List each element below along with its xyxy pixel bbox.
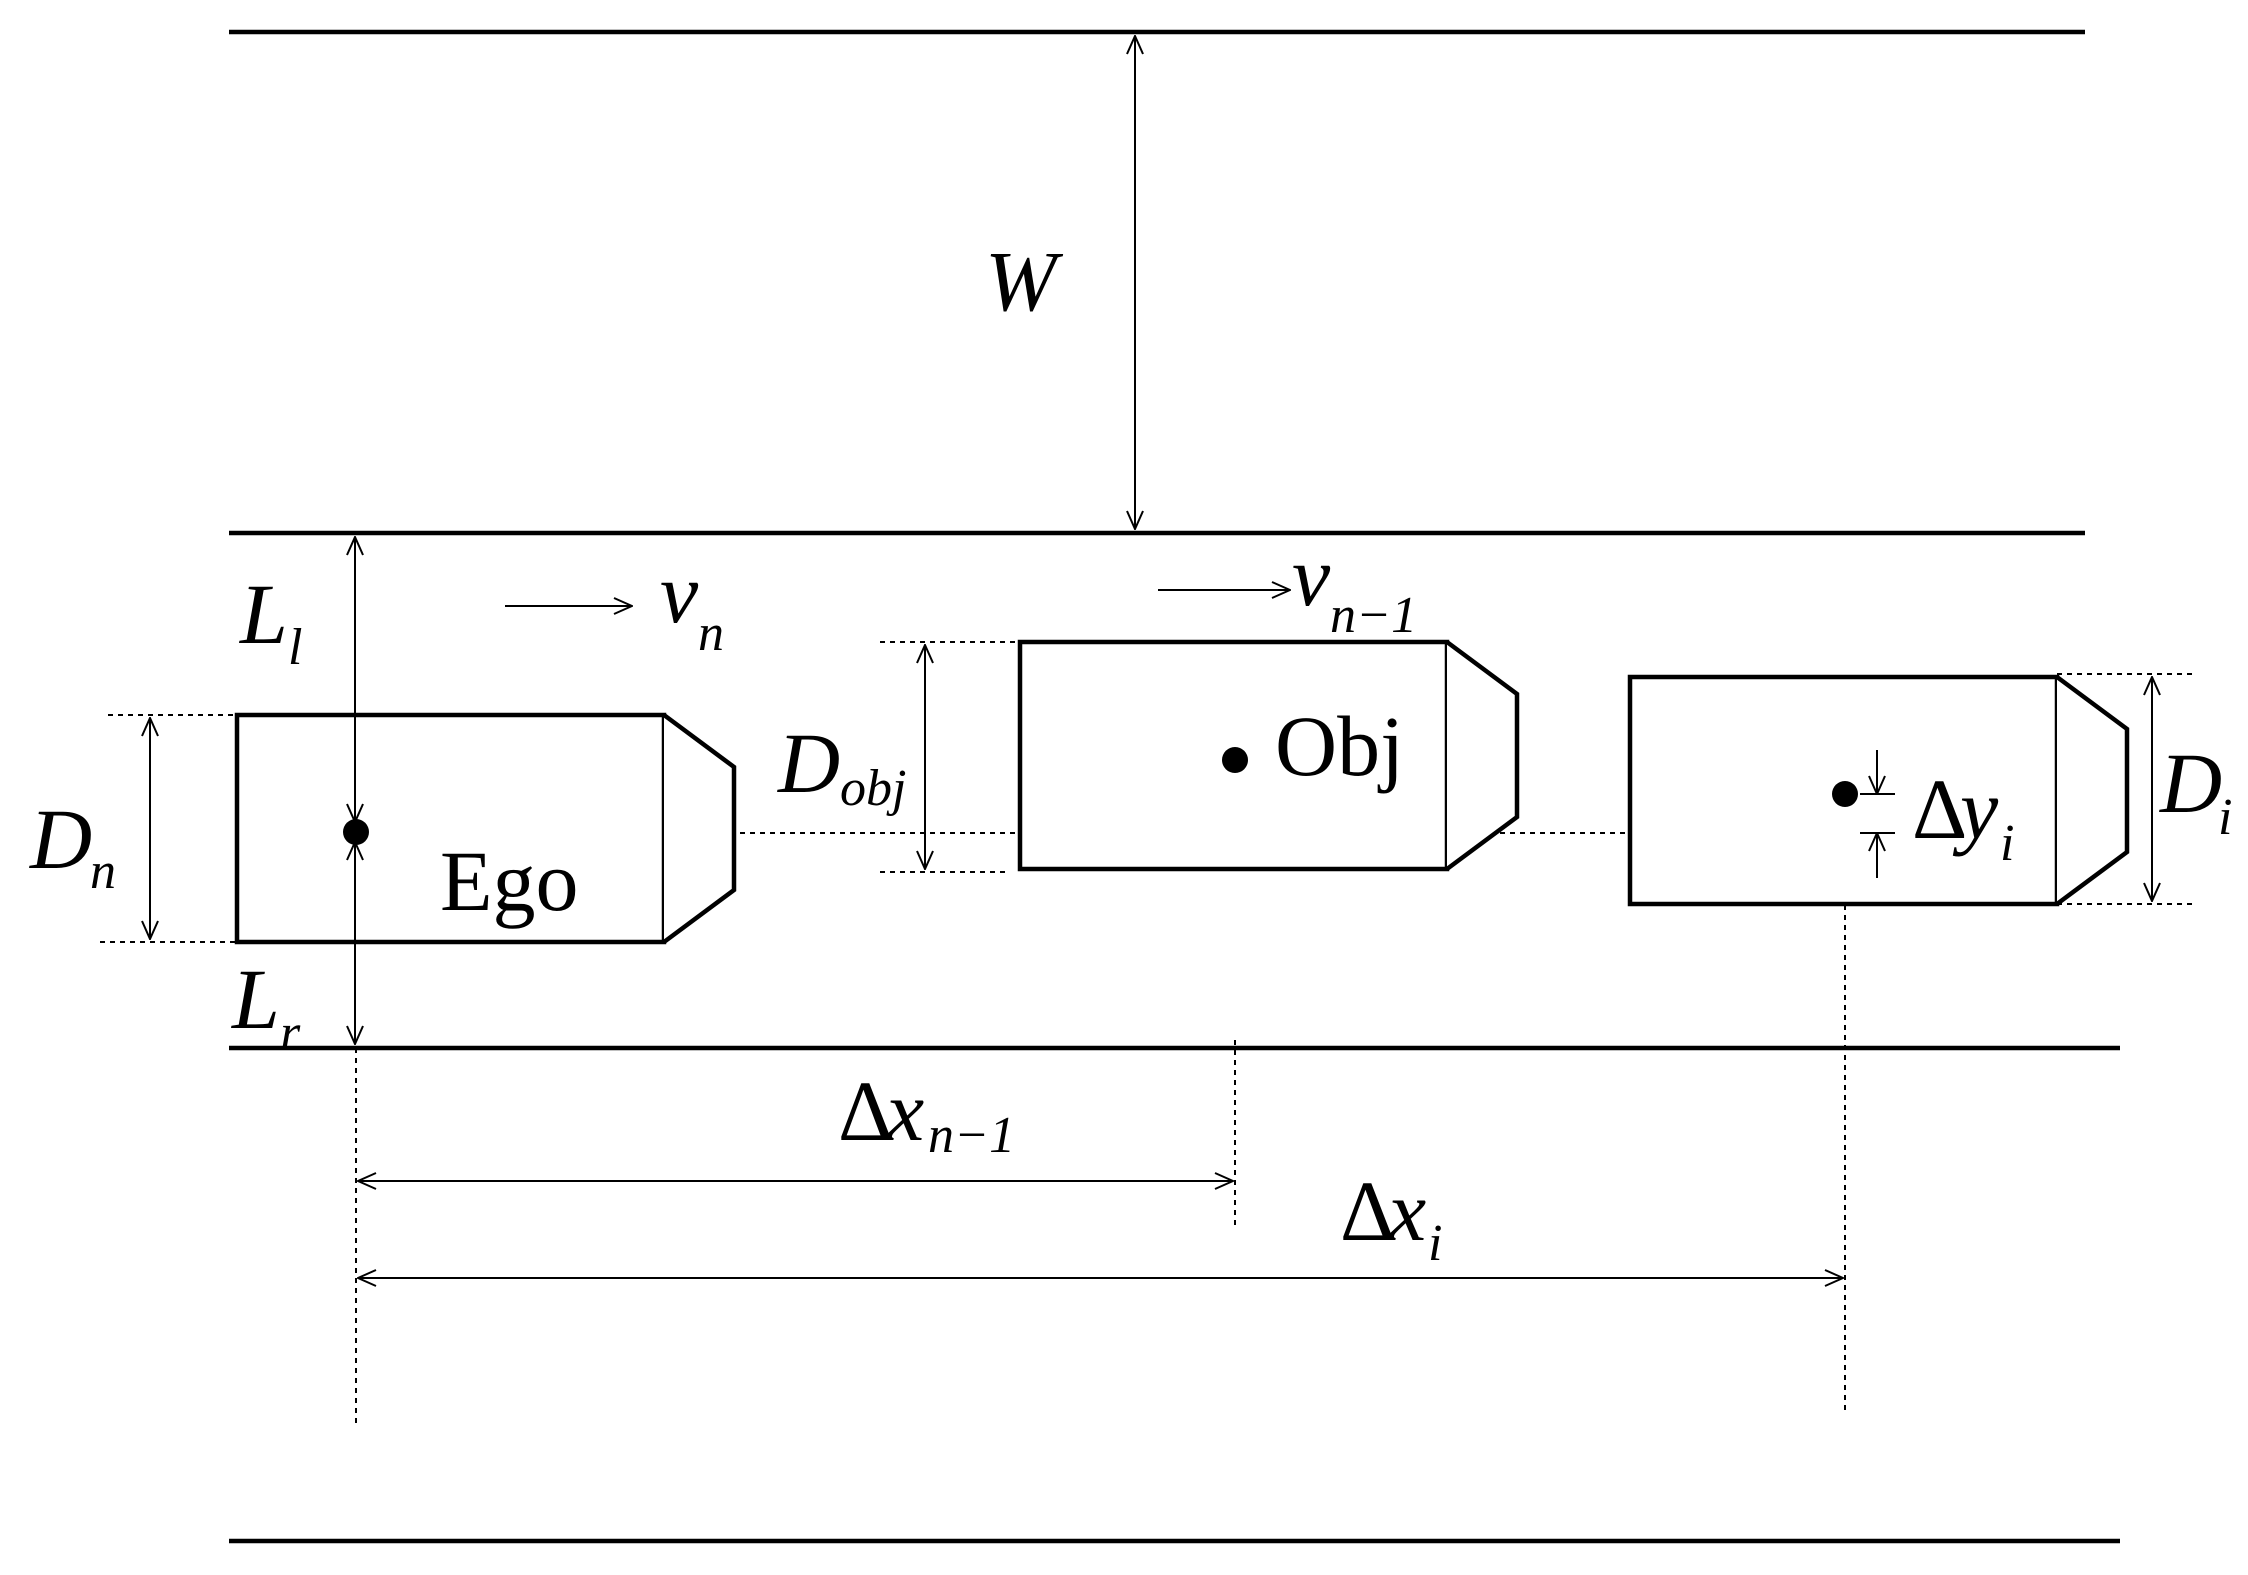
object-reference-point	[1222, 747, 1248, 773]
svg-text:n: n	[698, 605, 724, 662]
svg-text:v: v	[660, 545, 699, 641]
svg-text:y: y	[1952, 761, 1999, 857]
svg-text:i: i	[2218, 789, 2232, 846]
object-gap-label: Δ x n−1	[838, 1063, 1015, 1164]
svg-text:n−1: n−1	[928, 1107, 1015, 1164]
left-distance-label: L l	[238, 566, 302, 676]
svg-text:D: D	[29, 791, 92, 887]
object-width-label: D obj	[777, 715, 906, 817]
svg-text:D: D	[777, 715, 840, 811]
vehicle-i-gap-label: Δ x i	[1340, 1163, 1442, 1272]
vehicle-i	[1627, 674, 2130, 907]
vehicle-i-width-label: D i	[2159, 735, 2232, 846]
ego-width-label: D n	[29, 791, 116, 900]
ego-velocity-label: v n	[660, 545, 724, 662]
ego-vehicle: Ego	[234, 712, 737, 945]
svg-text:v: v	[1292, 528, 1331, 624]
svg-text:D: D	[2159, 735, 2222, 831]
svg-text:Δ: Δ	[838, 1063, 893, 1159]
vehicle-i-reference-point	[1832, 781, 1858, 807]
svg-text:n: n	[90, 843, 116, 900]
object-vehicle-front	[1445, 640, 1520, 871]
svg-text:L: L	[238, 566, 288, 662]
vehicle-i-front	[2055, 675, 2130, 906]
svg-text:l: l	[288, 619, 302, 676]
right-distance-label: L r	[230, 951, 301, 1062]
svg-text:x: x	[884, 1063, 924, 1159]
svg-text:Δ: Δ	[1340, 1163, 1395, 1259]
svg-text:i: i	[2000, 815, 2014, 872]
lane-width-label: W	[985, 233, 1064, 329]
ego-vehicle-body	[234, 712, 667, 945]
ego-label: Ego	[440, 833, 579, 929]
svg-text:Δ: Δ	[1912, 761, 1967, 857]
ego-vehicle-front	[662, 713, 737, 944]
object-vehicle: Obj	[1017, 639, 1520, 872]
svg-text:L: L	[230, 951, 280, 1047]
svg-text:obj: obj	[840, 760, 906, 817]
ego-reference-point	[343, 819, 369, 845]
object-velocity-label: v n−1	[1292, 528, 1417, 644]
svg-text:r: r	[280, 1005, 301, 1062]
svg-text:n−1: n−1	[1330, 587, 1417, 644]
svg-text:i: i	[1428, 1215, 1442, 1272]
lateral-offset-label: Δ y i	[1912, 761, 2014, 872]
object-label: Obj	[1275, 698, 1404, 794]
svg-text:x: x	[1386, 1163, 1426, 1259]
